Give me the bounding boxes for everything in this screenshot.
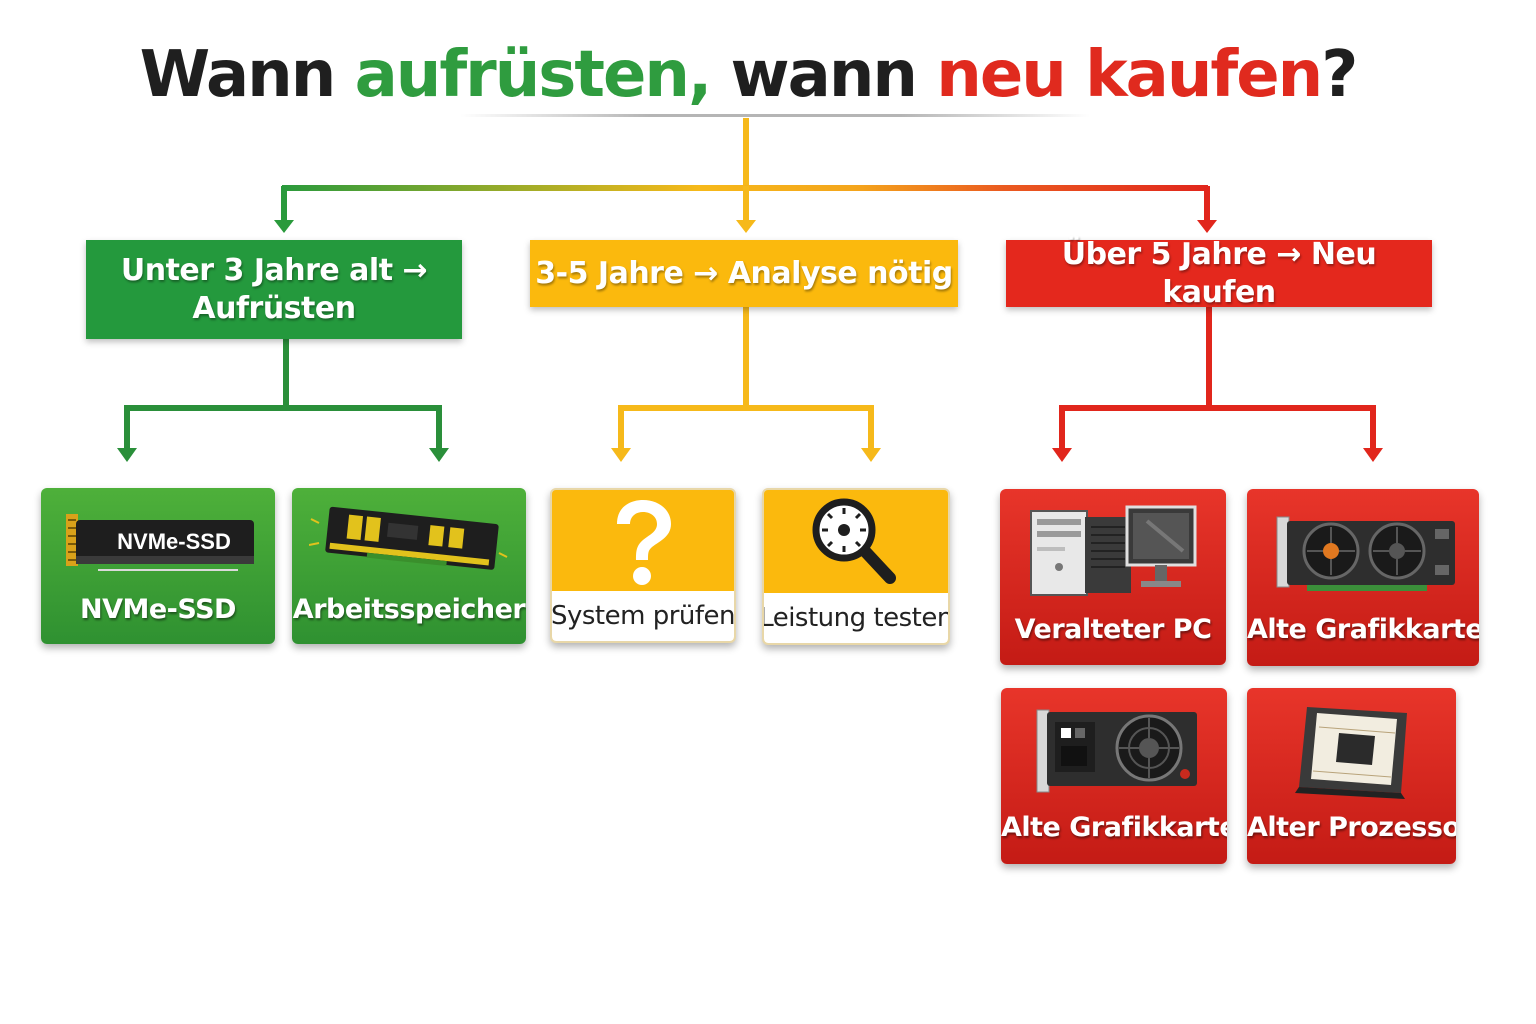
branch-under-3-years: Unter 3 Jahre alt → Aufrüsten: [86, 240, 462, 339]
card-leistung-testen: Leistung testen: [762, 488, 950, 645]
cpu-chip-icon: [1247, 688, 1456, 808]
graphics-card-icon: [1247, 489, 1479, 609]
card-arbeitsspeicher: Arbeitsspeicher: [292, 488, 526, 644]
card-label: Leistung testen: [764, 593, 948, 643]
card-alte-grafikkarte-2: Alte Grafikkarte: [1001, 688, 1227, 864]
page-title: Wann aufrüsten, wann neu kaufen?: [0, 38, 1496, 112]
card-label: Veralteter PC: [1014, 614, 1212, 645]
card-label: NVMe-SSD: [80, 594, 236, 625]
card-label: Alte Grafikkarte: [1247, 614, 1479, 645]
card-label: System prüfen: [552, 591, 734, 641]
card-nvme-ssd: NVMe-SSD NVMe-SSD: [41, 488, 275, 644]
title-part: Wann: [139, 38, 355, 112]
branch-label: 3-5 Jahre → Analyse nötig: [535, 255, 953, 291]
card-label: Alte Grafikkarte: [1001, 812, 1227, 843]
branch-label: Aufrüsten: [192, 290, 356, 326]
magnifier-icon: [764, 490, 948, 594]
graphics-card-icon: [1001, 688, 1227, 808]
card-alte-grafikkarte-1: Alte Grafikkarte: [1247, 489, 1479, 666]
nvme-ssd-icon: NVMe-SSD: [41, 488, 275, 588]
title-part: ?: [1321, 38, 1358, 112]
ram-module-icon: [292, 488, 526, 588]
title-highlight-buy-new: neu kaufen: [936, 38, 1323, 112]
title-underline: [460, 114, 1090, 117]
branch-3-5-years: 3-5 Jahre → Analyse nötig: [530, 240, 958, 307]
branch-over-5-years: Über 5 Jahre → Neu kaufen: [1006, 237, 1432, 310]
question-mark-icon: [552, 490, 734, 594]
title-part: wann: [710, 38, 937, 112]
branch-label: Über 5 Jahre → Neu kaufen: [1061, 236, 1377, 310]
card-label: Alter Prozessor: [1247, 812, 1456, 843]
card-label: Arbeitsspeicher: [292, 594, 526, 625]
arrow-head: [1197, 220, 1217, 233]
title-highlight-upgrade: aufrüsten,: [354, 38, 713, 112]
ssd-icon-text: NVMe-SSD: [117, 529, 231, 554]
arrow-head: [274, 220, 294, 233]
card-veralteter-pc: Veralteter PC: [1000, 489, 1226, 665]
card-alter-prozessor: Alter Prozessor: [1247, 688, 1456, 864]
arrow-head: [736, 220, 756, 233]
desktop-pc-icon: [1000, 489, 1226, 609]
card-system-pruefen: System prüfen: [550, 488, 736, 643]
branch-label: Unter 3 Jahre alt →: [120, 252, 428, 288]
